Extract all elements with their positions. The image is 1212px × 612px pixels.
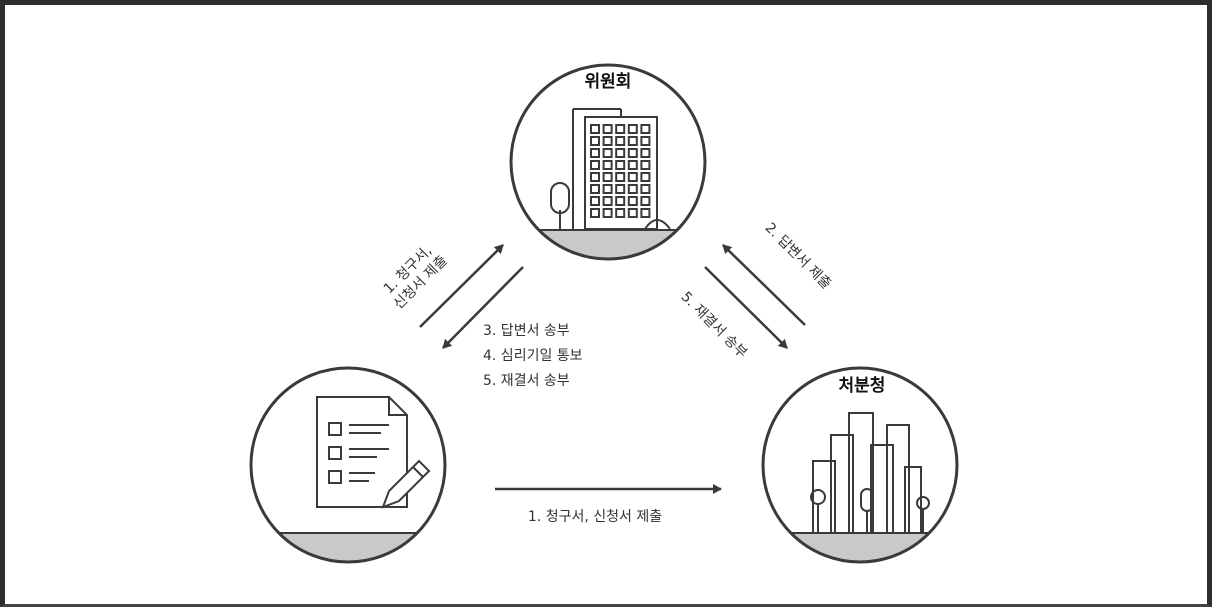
svg-text:3. 답변서 송부: 3. 답변서 송부 (483, 323, 570, 339)
building-window (590, 172, 600, 182)
agency-label: 처분청 (839, 375, 886, 396)
building-window (627, 148, 638, 158)
document-pencil-icon (316, 396, 431, 509)
building-window (640, 184, 651, 194)
building-window (615, 148, 626, 158)
building-window (602, 148, 613, 158)
building-window (602, 196, 613, 206)
building-window (602, 160, 613, 170)
building-window (627, 124, 638, 134)
building-window (590, 136, 600, 146)
building-window (640, 160, 651, 170)
building-window (627, 196, 638, 206)
building-window (602, 208, 613, 218)
building-window (602, 136, 613, 146)
building-window (615, 136, 626, 146)
building-window (640, 172, 651, 182)
building-window (640, 208, 651, 218)
building-window (590, 184, 600, 194)
building-window (615, 208, 626, 218)
committee-node: 위원회 (509, 63, 707, 261)
building-window (627, 172, 638, 182)
building-window (590, 148, 600, 158)
svg-text:5. 재결서 송부: 5. 재결서 송부 (483, 373, 570, 389)
building-window (590, 208, 600, 218)
building-window (627, 208, 638, 218)
building-window (627, 184, 638, 194)
building-window (602, 124, 613, 134)
building-window (640, 124, 651, 134)
edge-label-committee-to-applicant: 3. 답변서 송부 4. 심리기일 통보 5. 재결서 송부 (483, 323, 583, 389)
building-window (590, 124, 600, 134)
arrow-committee-to-agency (704, 266, 788, 349)
building-window (615, 196, 626, 206)
svg-text:2. 답변서 제출: 2. 답변서 제출 (762, 220, 835, 293)
edge-label-applicant-to-agency: 1. 청구서, 신청서 제출 (528, 509, 662, 525)
applicant-node (249, 366, 447, 564)
building-window (615, 160, 626, 170)
office-building-icon (550, 108, 671, 230)
building-window (615, 184, 626, 194)
building-window (615, 124, 626, 134)
agency-node: 처분청 (761, 366, 959, 564)
building-window (627, 160, 638, 170)
building-window (640, 136, 651, 146)
arrow-agency-to-committee (722, 244, 806, 326)
svg-text:4. 심리기일 통보: 4. 심리기일 통보 (483, 348, 583, 364)
building-window (640, 148, 651, 158)
building-window (602, 172, 613, 182)
edge-label-applicant-to-committee: 1. 청구서, 신청서 제출 (381, 243, 451, 313)
process-diagram: 위원회 (249, 63, 959, 564)
arrow-committee-to-applicant (442, 266, 524, 349)
building-window (602, 184, 613, 194)
committee-label: 위원회 (585, 72, 632, 92)
building-window (627, 136, 638, 146)
city-buildings-icon (810, 412, 930, 534)
building-window (640, 196, 651, 206)
edge-label-agency-to-committee: 2. 답변서 제출 (762, 220, 835, 293)
building-window (590, 160, 600, 170)
building-window (590, 196, 600, 206)
building-window (615, 172, 626, 182)
arrow-applicant-to-committee (419, 244, 504, 328)
